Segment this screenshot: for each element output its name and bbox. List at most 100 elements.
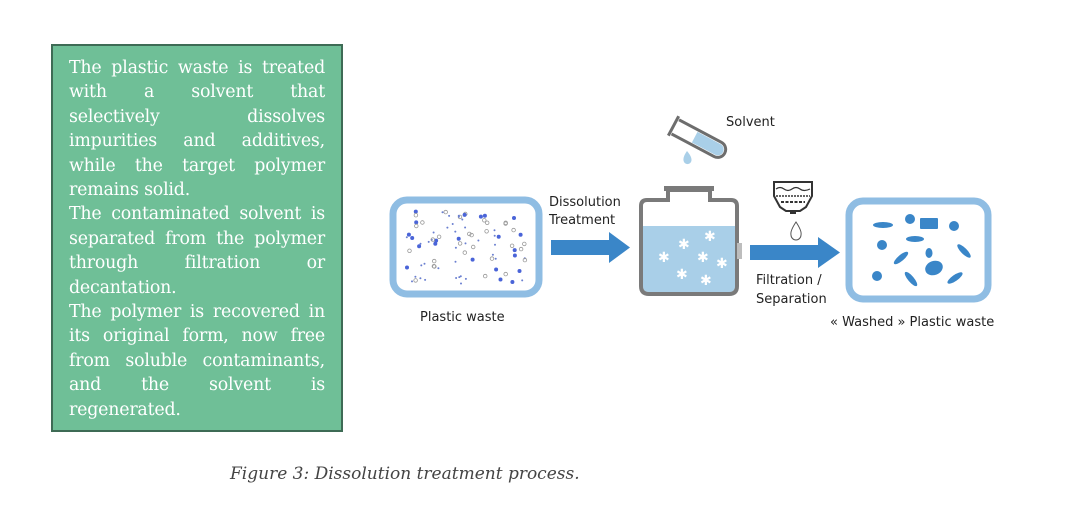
particle (464, 277, 467, 280)
particle (498, 277, 503, 282)
description-textbox: The plastic waste is treated with a solv… (51, 44, 343, 432)
particle (494, 243, 496, 246)
particle (493, 234, 496, 237)
particle (489, 256, 495, 261)
particle (484, 229, 489, 234)
particle (419, 277, 422, 280)
particle (410, 236, 415, 240)
particle (517, 269, 522, 273)
particle (462, 250, 467, 255)
particle (464, 226, 467, 229)
particle (443, 209, 448, 215)
arrow-right-icon (551, 232, 630, 263)
particle (457, 214, 460, 217)
particle (518, 246, 524, 252)
particle (420, 264, 423, 267)
particle (503, 221, 508, 226)
particle (460, 282, 462, 285)
particle (503, 271, 508, 277)
particle (462, 212, 467, 217)
particle (522, 257, 528, 263)
particle (413, 278, 418, 283)
particle (427, 240, 430, 243)
paragraph-treatment: The plastic waste is treated with a solv… (69, 58, 325, 201)
step1-label-line1: Dissolution (549, 195, 621, 210)
particle (521, 279, 524, 282)
particle-star: ✱ (658, 250, 670, 266)
particle (423, 262, 426, 265)
particle (414, 275, 417, 278)
particle (432, 258, 437, 264)
particle (407, 248, 412, 253)
particle (494, 257, 497, 260)
particle (432, 231, 435, 234)
particle (478, 214, 483, 219)
particle (419, 242, 422, 245)
particle-star: ✱ (704, 229, 716, 245)
input-label: Plastic waste (420, 310, 505, 325)
particle (477, 239, 480, 242)
particle (454, 246, 457, 249)
particle (448, 214, 451, 217)
particle (518, 232, 523, 237)
paragraph-separation: The contaminated solvent is separated fr… (69, 204, 325, 298)
particle (430, 237, 435, 242)
particle (469, 232, 474, 238)
particle (414, 223, 419, 229)
particle (458, 276, 461, 279)
particle (509, 243, 515, 248)
particle-star: ✱ (697, 250, 709, 266)
particle (482, 218, 487, 223)
particle (406, 232, 411, 237)
particle (467, 231, 472, 237)
particle (496, 234, 501, 239)
particle (451, 223, 454, 225)
particle (471, 244, 476, 250)
droplet-icon (790, 221, 802, 241)
particle (411, 280, 413, 283)
test-tube-pouring-icon (667, 115, 728, 165)
particle (511, 227, 516, 233)
particle-star: ✱ (700, 273, 712, 289)
particle (494, 267, 499, 272)
solvent-label: Solvent (726, 115, 775, 130)
step2-label-line2: Separation (756, 292, 827, 307)
particle (431, 264, 437, 269)
particle (446, 226, 449, 229)
output-label: « Washed » Plastic waste (830, 315, 995, 330)
particle (433, 241, 438, 246)
particle (434, 238, 439, 243)
particle (441, 211, 444, 214)
particle (491, 253, 494, 256)
particle-star: ✱ (678, 237, 690, 253)
particle (420, 220, 425, 225)
particle (512, 248, 517, 253)
particle (485, 220, 490, 225)
particle (424, 278, 427, 281)
particle (464, 242, 467, 245)
particle-star: ✱ (716, 256, 728, 272)
particle (405, 265, 409, 270)
particle (522, 241, 527, 247)
particle (459, 275, 462, 278)
particle (512, 216, 516, 220)
particle (417, 244, 422, 249)
particle (456, 236, 461, 241)
plastic-waste-container-icon (389, 196, 543, 298)
figure-caption: Figure 3: Dissolution treatment process. (230, 464, 580, 484)
arrow-right-icon (750, 237, 840, 268)
washed-plastic-container-icon (845, 197, 992, 303)
particle (510, 280, 515, 284)
particle (436, 234, 442, 239)
filter-funnel-icon (773, 181, 813, 214)
paragraph-recovery: The polymer is recovered in its original… (69, 302, 325, 420)
step1-label-line2: Treatment (549, 213, 616, 228)
particle (461, 218, 464, 221)
reactor-vessel-icon: ✱✱✱✱✱✱✱ (639, 186, 742, 296)
particle (413, 209, 418, 214)
particle (414, 220, 419, 225)
particle-star: ✱ (676, 267, 688, 283)
particle (512, 253, 517, 258)
particle (455, 277, 458, 279)
